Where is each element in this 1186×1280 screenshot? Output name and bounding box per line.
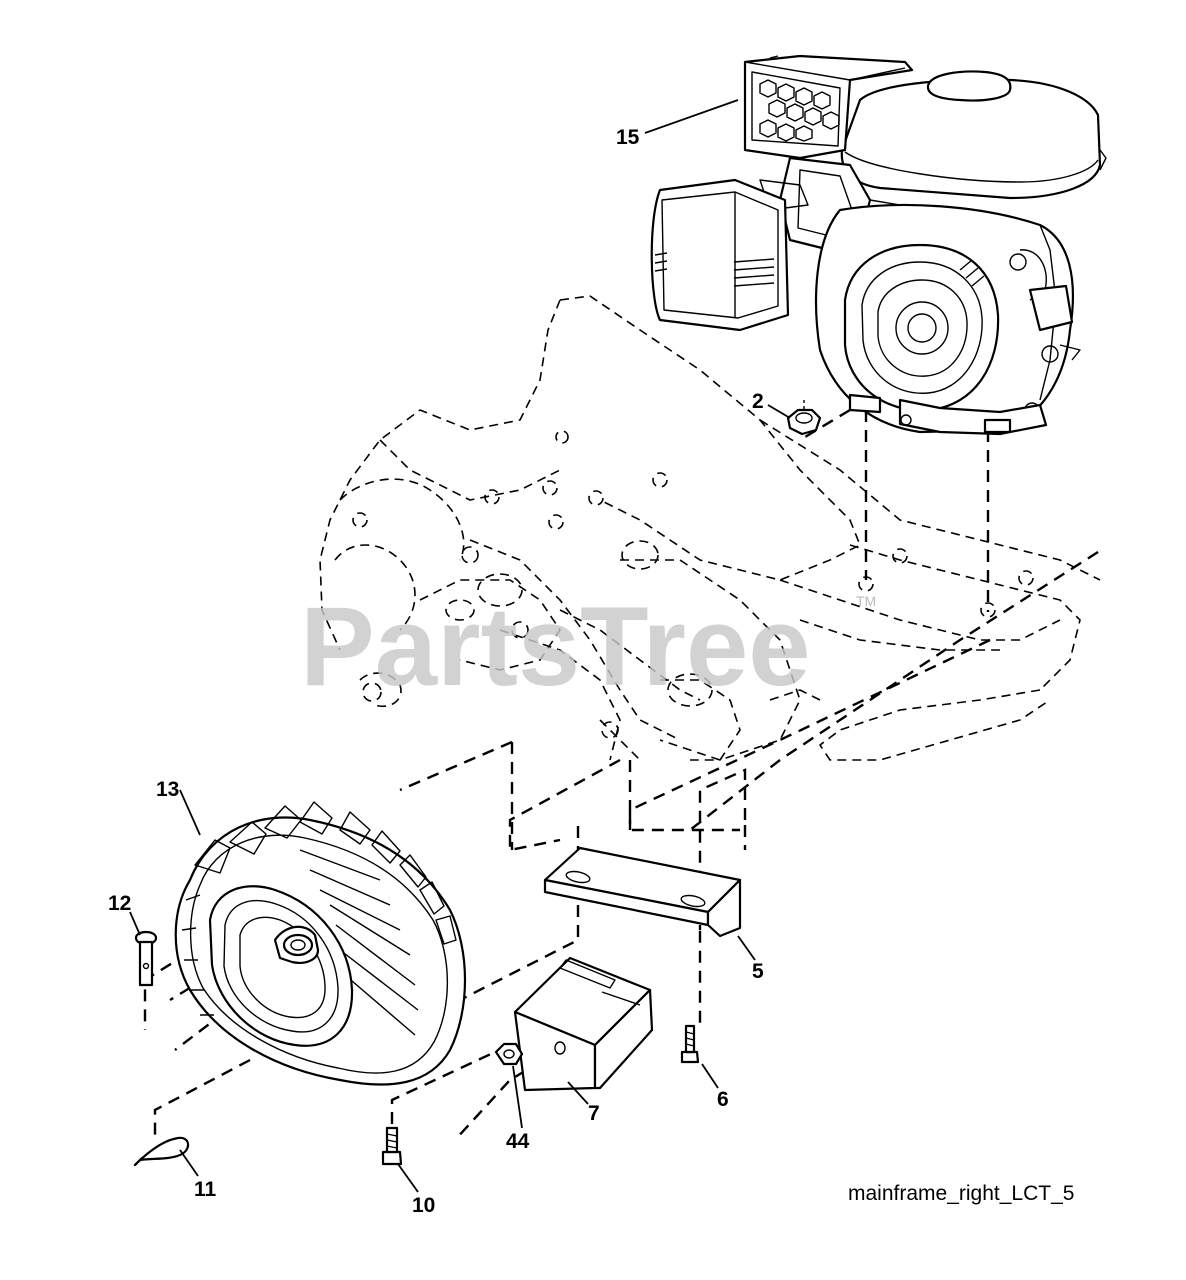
callout-12: 12 <box>108 892 131 915</box>
callout-7: 7 <box>588 1102 600 1125</box>
hairpin-clip-part-11 <box>133 1136 190 1167</box>
bracket-part-5 <box>543 846 742 938</box>
callout-13: 13 <box>156 778 179 801</box>
callout-15: 15 <box>616 126 640 149</box>
mainframe-ghost <box>319 295 1101 761</box>
diagram-id-caption: mainframe_right_LCT_5 <box>848 1182 1074 1205</box>
callout-11: 11 <box>194 1178 217 1201</box>
trademark-mark: TM <box>856 593 876 609</box>
callout-labels: 15 2 13 12 5 6 7 44 11 10 <box>108 126 764 1217</box>
clevis-pin-part-12 <box>134 930 158 987</box>
nut-part-2 <box>786 400 822 436</box>
bolt-part-6 <box>680 1024 700 1064</box>
engine <box>650 54 1107 436</box>
block-part-7 <box>513 956 654 1092</box>
callout-44: 44 <box>506 1130 530 1153</box>
callout-5: 5 <box>752 960 764 983</box>
callout-2: 2 <box>752 390 764 413</box>
watermark: PartsTree TM <box>300 584 876 709</box>
leader-lines <box>129 99 791 1193</box>
callout-6: 6 <box>717 1088 729 1111</box>
watermark-text: PartsTree <box>300 584 811 709</box>
callout-10: 10 <box>412 1194 435 1217</box>
air-filter-grille <box>751 71 841 147</box>
bolt-part-10 <box>381 1126 403 1166</box>
wheel-tire-part-13 <box>174 801 467 1086</box>
nut-part-44 <box>494 1042 524 1066</box>
